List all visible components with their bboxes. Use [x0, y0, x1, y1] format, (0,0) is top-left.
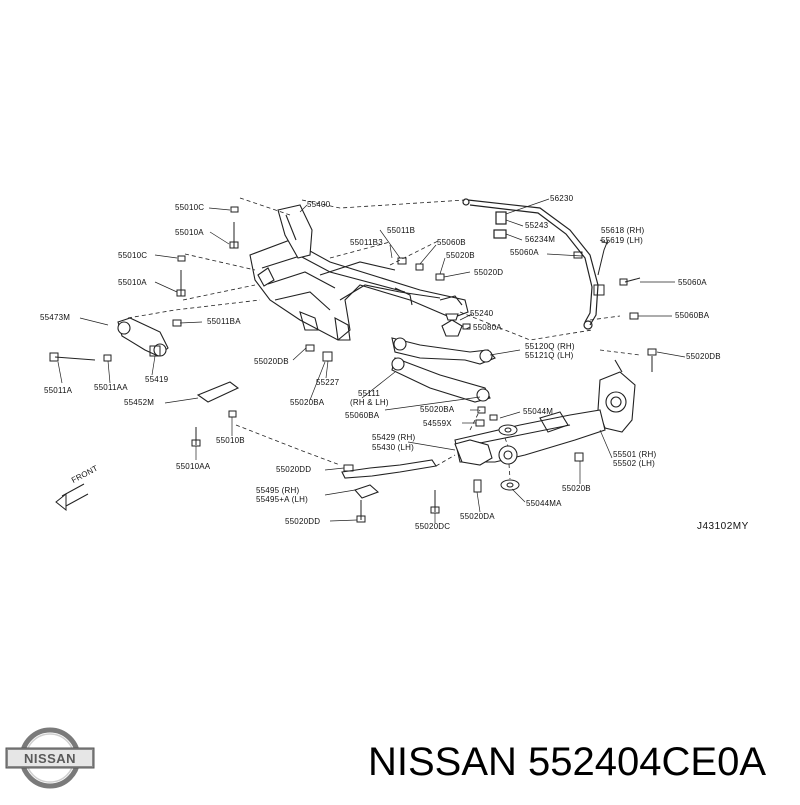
- part-label: 55060B: [437, 238, 466, 247]
- nissan-logo-icon: NISSAN: [5, 727, 95, 789]
- spring-seats: [498, 424, 520, 491]
- bracket-55452m: [196, 381, 240, 403]
- front-arrow: [55, 483, 89, 512]
- part-label: 55011BA: [207, 317, 241, 326]
- part-label: 55430 (LH): [372, 443, 415, 452]
- part-label: 55010C: [175, 203, 205, 212]
- part-label: 54559X: [423, 419, 452, 428]
- part-label: 55020DD: [276, 465, 312, 474]
- part-label: 55495+A (LH): [256, 495, 308, 504]
- upper-link-55120q: [391, 337, 496, 365]
- part-label: 55020BA: [420, 405, 455, 414]
- logo-text: NISSAN: [24, 751, 76, 766]
- part-label: 55473M: [40, 313, 71, 322]
- diagram-code: J43102MY: [697, 521, 749, 532]
- part-label: 55010B: [216, 436, 245, 445]
- part-label: 55619 (LH): [601, 236, 644, 245]
- part-label: 55011B: [387, 226, 416, 235]
- stabilizer-bar-56230: [462, 198, 599, 330]
- part-label: 56234M: [525, 235, 556, 244]
- part-label: 55502 (LH): [613, 459, 656, 468]
- part-label: 55020B: [562, 484, 591, 493]
- part-label: 55020DC: [415, 522, 451, 531]
- part-label: 55429 (RH): [372, 433, 416, 442]
- part-label: 55111: [358, 389, 381, 398]
- part-label: 55020BA: [290, 398, 325, 407]
- knuckle-55501: [597, 359, 636, 433]
- part-label: 55044MA: [526, 499, 562, 508]
- part-label: 55020D: [474, 268, 504, 277]
- toe-link-55495: [341, 459, 437, 499]
- stabilizer-link: [593, 239, 609, 296]
- part-label: 55011AA: [94, 383, 128, 392]
- part-label: 55060BA: [345, 411, 380, 420]
- part-label: 56230: [550, 194, 574, 203]
- part-label: 55121Q (LH): [525, 351, 574, 360]
- part-label: 55501 (RH): [613, 450, 657, 459]
- part-label: 55495 (RH): [256, 486, 300, 495]
- part-label: 55060A: [678, 278, 707, 287]
- part-label: 55452M: [124, 398, 155, 407]
- part-label: 55419: [145, 375, 169, 384]
- part-label: 55020DB: [254, 357, 289, 366]
- part-label: 55020DA: [460, 512, 495, 521]
- part-label: 55060BA: [675, 311, 710, 320]
- part-label: 55010AA: [176, 462, 211, 471]
- part-label: 55243: [525, 221, 549, 230]
- part-title: NISSAN 552404CE0A: [368, 740, 767, 784]
- part-label: 55010A: [118, 278, 147, 287]
- part-label: 55618 (RH): [601, 226, 645, 235]
- leader-lines: [57, 198, 686, 523]
- part-label: 55080A: [473, 323, 502, 332]
- nissan-logo: NISSAN: [4, 726, 96, 790]
- part-label: 55010A: [175, 228, 204, 237]
- leader-lines-dashed: [127, 197, 641, 480]
- bump-stop-55240: [441, 313, 463, 337]
- part-label: 55010C: [118, 251, 148, 260]
- subframe-55400: [249, 204, 469, 341]
- part-label: 55011B3: [350, 238, 383, 247]
- lower-link-55111: [391, 357, 491, 403]
- part-label: 55020B: [446, 251, 475, 260]
- part-label: 55120Q (RH): [525, 342, 575, 351]
- bracket-55429: [454, 439, 493, 466]
- part-label: 55227: [316, 378, 340, 387]
- part-label: 55020DD: [285, 517, 321, 526]
- part-label: 55011A: [44, 386, 73, 395]
- part-label: 55400: [307, 200, 331, 209]
- part-label: 55240: [470, 309, 494, 318]
- part-label: 55044M: [523, 407, 554, 416]
- part-label: 55020DB: [686, 352, 721, 361]
- part-label: (RH & LH): [350, 398, 389, 407]
- part-label: 55060A: [510, 248, 539, 257]
